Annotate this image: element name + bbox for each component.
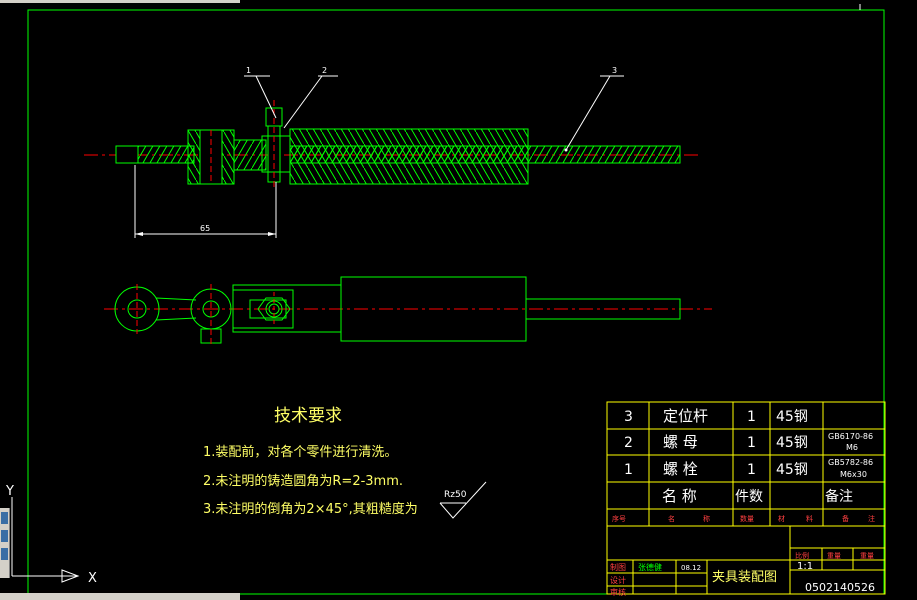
bom-row1-qty: 1 <box>747 462 756 478</box>
toolbar-button-2[interactable] <box>1 530 8 542</box>
roughness-value: Rz50 <box>444 490 467 500</box>
bom-row2-no: 2 <box>624 435 633 451</box>
tb-scale: 1:1 <box>797 561 813 572</box>
left-toolbar[interactable] <box>0 508 10 578</box>
small-header-2: 称 <box>703 514 710 523</box>
tb-col-label-0: 比例 <box>795 551 809 560</box>
small-header-4: 材 <box>778 514 785 523</box>
tb-col-label-1: 重量 <box>827 552 841 560</box>
drawing-border-inner <box>27 9 885 595</box>
bom-row1-no: 1 <box>624 462 633 478</box>
nut <box>261 135 291 173</box>
small-header-0: 序号 <box>612 514 626 523</box>
toolbar-button-3[interactable] <box>1 548 8 560</box>
tb-date: 08.12 <box>681 564 701 572</box>
bom-row1-note-l1: GB5782-86 <box>828 458 873 467</box>
small-header-5: 料 <box>806 514 813 523</box>
toolbar-button-1[interactable] <box>1 512 8 524</box>
ucs-x-label: X <box>88 571 97 586</box>
tb-design-label: 设计 <box>610 575 626 585</box>
tb-col-label-2: 重量 <box>860 552 874 560</box>
ucs-y-label: Y <box>5 484 14 499</box>
bom-row2-qty: 1 <box>747 435 756 451</box>
nut-hex <box>257 297 291 321</box>
tech-req-line3: 3.未注明的倒角为2×45°,其粗糙度为 <box>203 501 418 517</box>
bom-row2-note-l2: M6 <box>846 443 858 452</box>
bom-row3-no: 3 <box>624 409 633 425</box>
bom-row3-qty: 1 <box>747 409 756 425</box>
bom-row3-name: 定位杆 <box>663 407 708 425</box>
tb-draw-label: 制图 <box>610 562 626 572</box>
tech-req-title: 技术要求 <box>274 406 342 426</box>
roughness-symbol <box>439 481 487 519</box>
bom-row2-material: 45钢 <box>776 435 808 451</box>
top-view <box>104 276 712 346</box>
small-header-7: 注 <box>868 514 875 523</box>
bom-header-note: 备注 <box>825 488 853 505</box>
bom-header-name: 名 称 <box>662 487 697 505</box>
small-header-3: 数量 <box>740 514 754 523</box>
bom-row2-name: 螺 母 <box>663 433 698 451</box>
balloon-1: 1 <box>246 66 251 75</box>
tech-req-line2: 2.未注明的铸造圆角为R=2-3mm. <box>203 473 403 489</box>
small-header-6: 备 <box>842 514 849 523</box>
dimension-65: 65 <box>200 224 210 233</box>
bom-row1-name: 螺 栓 <box>663 460 698 478</box>
tb-drawer: 张德健 <box>638 562 662 572</box>
bom-table <box>606 401 886 595</box>
small-header-1: 名 <box>668 514 675 523</box>
window-strip <box>0 0 240 3</box>
bom-row2-note-l1: GB6170-86 <box>828 432 873 441</box>
tech-req-line1: 1.装配前，对各个零件进行清洗。 <box>203 444 397 460</box>
bom-header-qty: 件数 <box>735 489 763 505</box>
bom-row1-material: 45钢 <box>776 462 808 478</box>
front-view <box>84 75 700 238</box>
ucs-icon <box>11 497 80 583</box>
bom-row1-note-l2: M6x30 <box>840 470 867 479</box>
bom-row3-material: 45钢 <box>776 409 808 425</box>
tb-drawing-no: 0502140526 <box>805 581 875 594</box>
tb-check-label: 审核 <box>610 587 626 597</box>
balloon-3: 3 <box>612 66 617 75</box>
status-bar-fragment <box>0 593 240 600</box>
tb-drawing-title: 夹具装配图 <box>712 570 777 585</box>
balloon-2: 2 <box>322 66 327 75</box>
